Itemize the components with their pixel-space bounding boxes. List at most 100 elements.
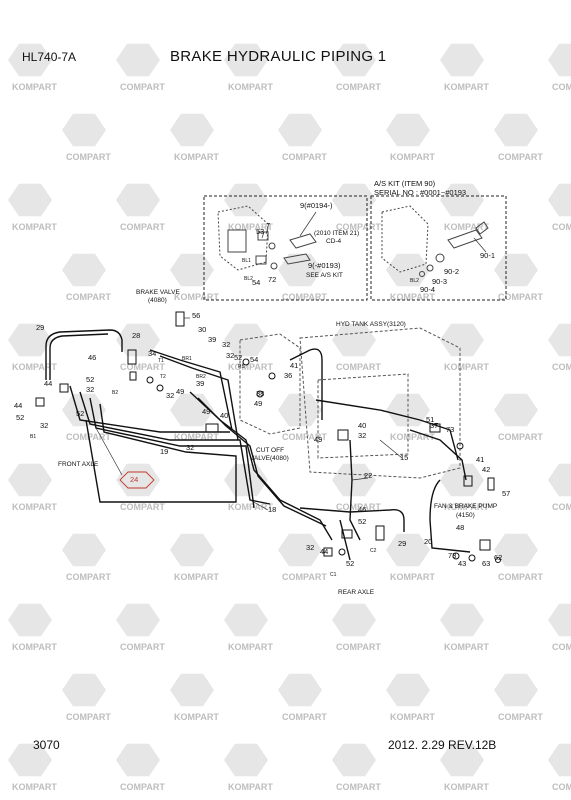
watermark-hexagon [8, 323, 52, 357]
watermark-hexagon [494, 533, 538, 567]
watermark-hexagon [8, 43, 52, 77]
watermark-word: COMPART [552, 642, 571, 652]
watermark-word: KOMPART [390, 572, 435, 582]
watermark-word: COMPART [552, 502, 571, 512]
watermark-word: KOMPART [444, 82, 489, 92]
watermark-word: COMPART [336, 82, 381, 92]
watermark-word: KOMPART [228, 222, 273, 232]
as-kit-serial: SERIAL NO : #0001~#0193 [374, 188, 466, 197]
watermark-hexagon [170, 673, 214, 707]
watermark-word: KOMPART [444, 502, 489, 512]
watermark-hexagon [332, 323, 376, 357]
callout-24: 24 [130, 475, 138, 484]
watermark-word: COMPART [336, 222, 381, 232]
callout: 48 [456, 523, 464, 532]
watermark-word: COMPART [552, 222, 571, 232]
watermark-word: COMPART [498, 712, 543, 722]
diagram-text: A/S KIT (ITEM 90) SERIAL NO : #0001~#019… [14, 179, 510, 596]
watermark-word: KOMPART [228, 782, 273, 792]
callout: 29 [36, 323, 44, 332]
callout: 39 [208, 335, 216, 344]
callout: 49 [176, 387, 184, 396]
watermark-hexagon [440, 183, 484, 217]
callout: 44 [14, 401, 22, 410]
watermark-hexagon [278, 533, 322, 567]
watermark-word: COMPART [498, 292, 543, 302]
cut-off-label: CUT OFF [256, 447, 284, 454]
watermark-word: KOMPART [228, 362, 273, 372]
watermark-word: KOMPART [174, 152, 219, 162]
callout: 36 [284, 371, 292, 380]
inset-right-assembly [381, 205, 489, 277]
callout: 90-4 [420, 285, 435, 294]
watermark-hexagon [278, 113, 322, 147]
watermark-hexagon [386, 113, 430, 147]
callout: 32 [186, 443, 194, 452]
watermark-word: KOMPART [12, 502, 57, 512]
watermark-word: COMPART [120, 362, 165, 372]
inset-serial-a: 9(#0194-) [300, 201, 333, 210]
callout: 52 [234, 353, 242, 362]
port-b1: B1 [30, 434, 36, 440]
watermark-word: COMPART [552, 82, 571, 92]
watermark-hexagon [116, 183, 160, 217]
watermark-hexagon [440, 43, 484, 77]
callout: 18 [268, 505, 276, 514]
fittings [35, 311, 501, 563]
watermark-word: COMPART [552, 362, 571, 372]
inset-serial-b: 9(-#0193) [308, 261, 341, 270]
watermark-word: COMPART [282, 432, 327, 442]
callout-numbers: 53 7 54 72 90-1 90-2 90-3 90-4 29 28 56 … [14, 221, 510, 568]
watermark-word: COMPART [336, 502, 381, 512]
watermark-hexagon [62, 533, 106, 567]
model-code: HL740-7A [22, 50, 77, 64]
port-t1: T1 [158, 358, 164, 364]
watermark-word: KOMPART [444, 362, 489, 372]
callout: 54 [252, 278, 260, 287]
callout: 46 [358, 505, 366, 514]
callout: 73 [446, 425, 454, 434]
callout: 52 [358, 517, 366, 526]
watermark-hexagon [62, 393, 106, 427]
watermark-word: KOMPART [174, 572, 219, 582]
watermark-word: COMPART [120, 782, 165, 792]
callout: 44 [320, 547, 328, 556]
watermark-hexagon [440, 323, 484, 357]
callout: 90-3 [432, 277, 447, 286]
watermark-hexagon [332, 743, 376, 777]
hyd-tank-label: HYD TANK ASSY(3120) [336, 321, 406, 328]
cut-off-ref: VALVE(4080) [250, 455, 289, 462]
watermark-hexagon [8, 183, 52, 217]
callout: 34 [148, 349, 156, 358]
callout-hex-24 [119, 471, 155, 489]
callout: 53 [256, 227, 264, 236]
callout: 20 [424, 537, 432, 546]
callout: 57 [502, 489, 510, 498]
callout: 22 [364, 471, 372, 480]
watermark-word: COMPART [66, 572, 111, 582]
brake-valve-ref: (4080) [148, 297, 167, 304]
watermark-word: COMPART [498, 152, 543, 162]
callout: 19 [160, 447, 168, 456]
watermark-hexagon [548, 603, 571, 637]
watermark-hexagon [170, 533, 214, 567]
watermark-hexagon [440, 463, 484, 497]
watermark-word: COMPART [66, 152, 111, 162]
callout: 32 [358, 431, 366, 440]
as-kit-title: A/S KIT (ITEM 90) [374, 179, 436, 188]
port-br2: BR2 [196, 374, 206, 380]
inset-note-1: (2010 ITEM 21) [314, 230, 359, 237]
watermark-hexagon [116, 463, 160, 497]
callout: 32 [166, 391, 174, 400]
watermark-hexagon [224, 43, 268, 77]
inset-see: SEE A/S KIT [306, 272, 343, 279]
port-bl2-kit: BL2 [410, 278, 419, 284]
watermark-word: KOMPART [444, 222, 489, 232]
watermark-word: COMPART [498, 432, 543, 442]
callout: 40 [358, 421, 366, 430]
callout: 30 [198, 325, 206, 334]
front-axle-label: FRONT AXLE [58, 461, 99, 468]
inset-box-right [370, 195, 507, 301]
watermark-word: COMPART [336, 362, 381, 372]
watermark-hexagon [332, 183, 376, 217]
